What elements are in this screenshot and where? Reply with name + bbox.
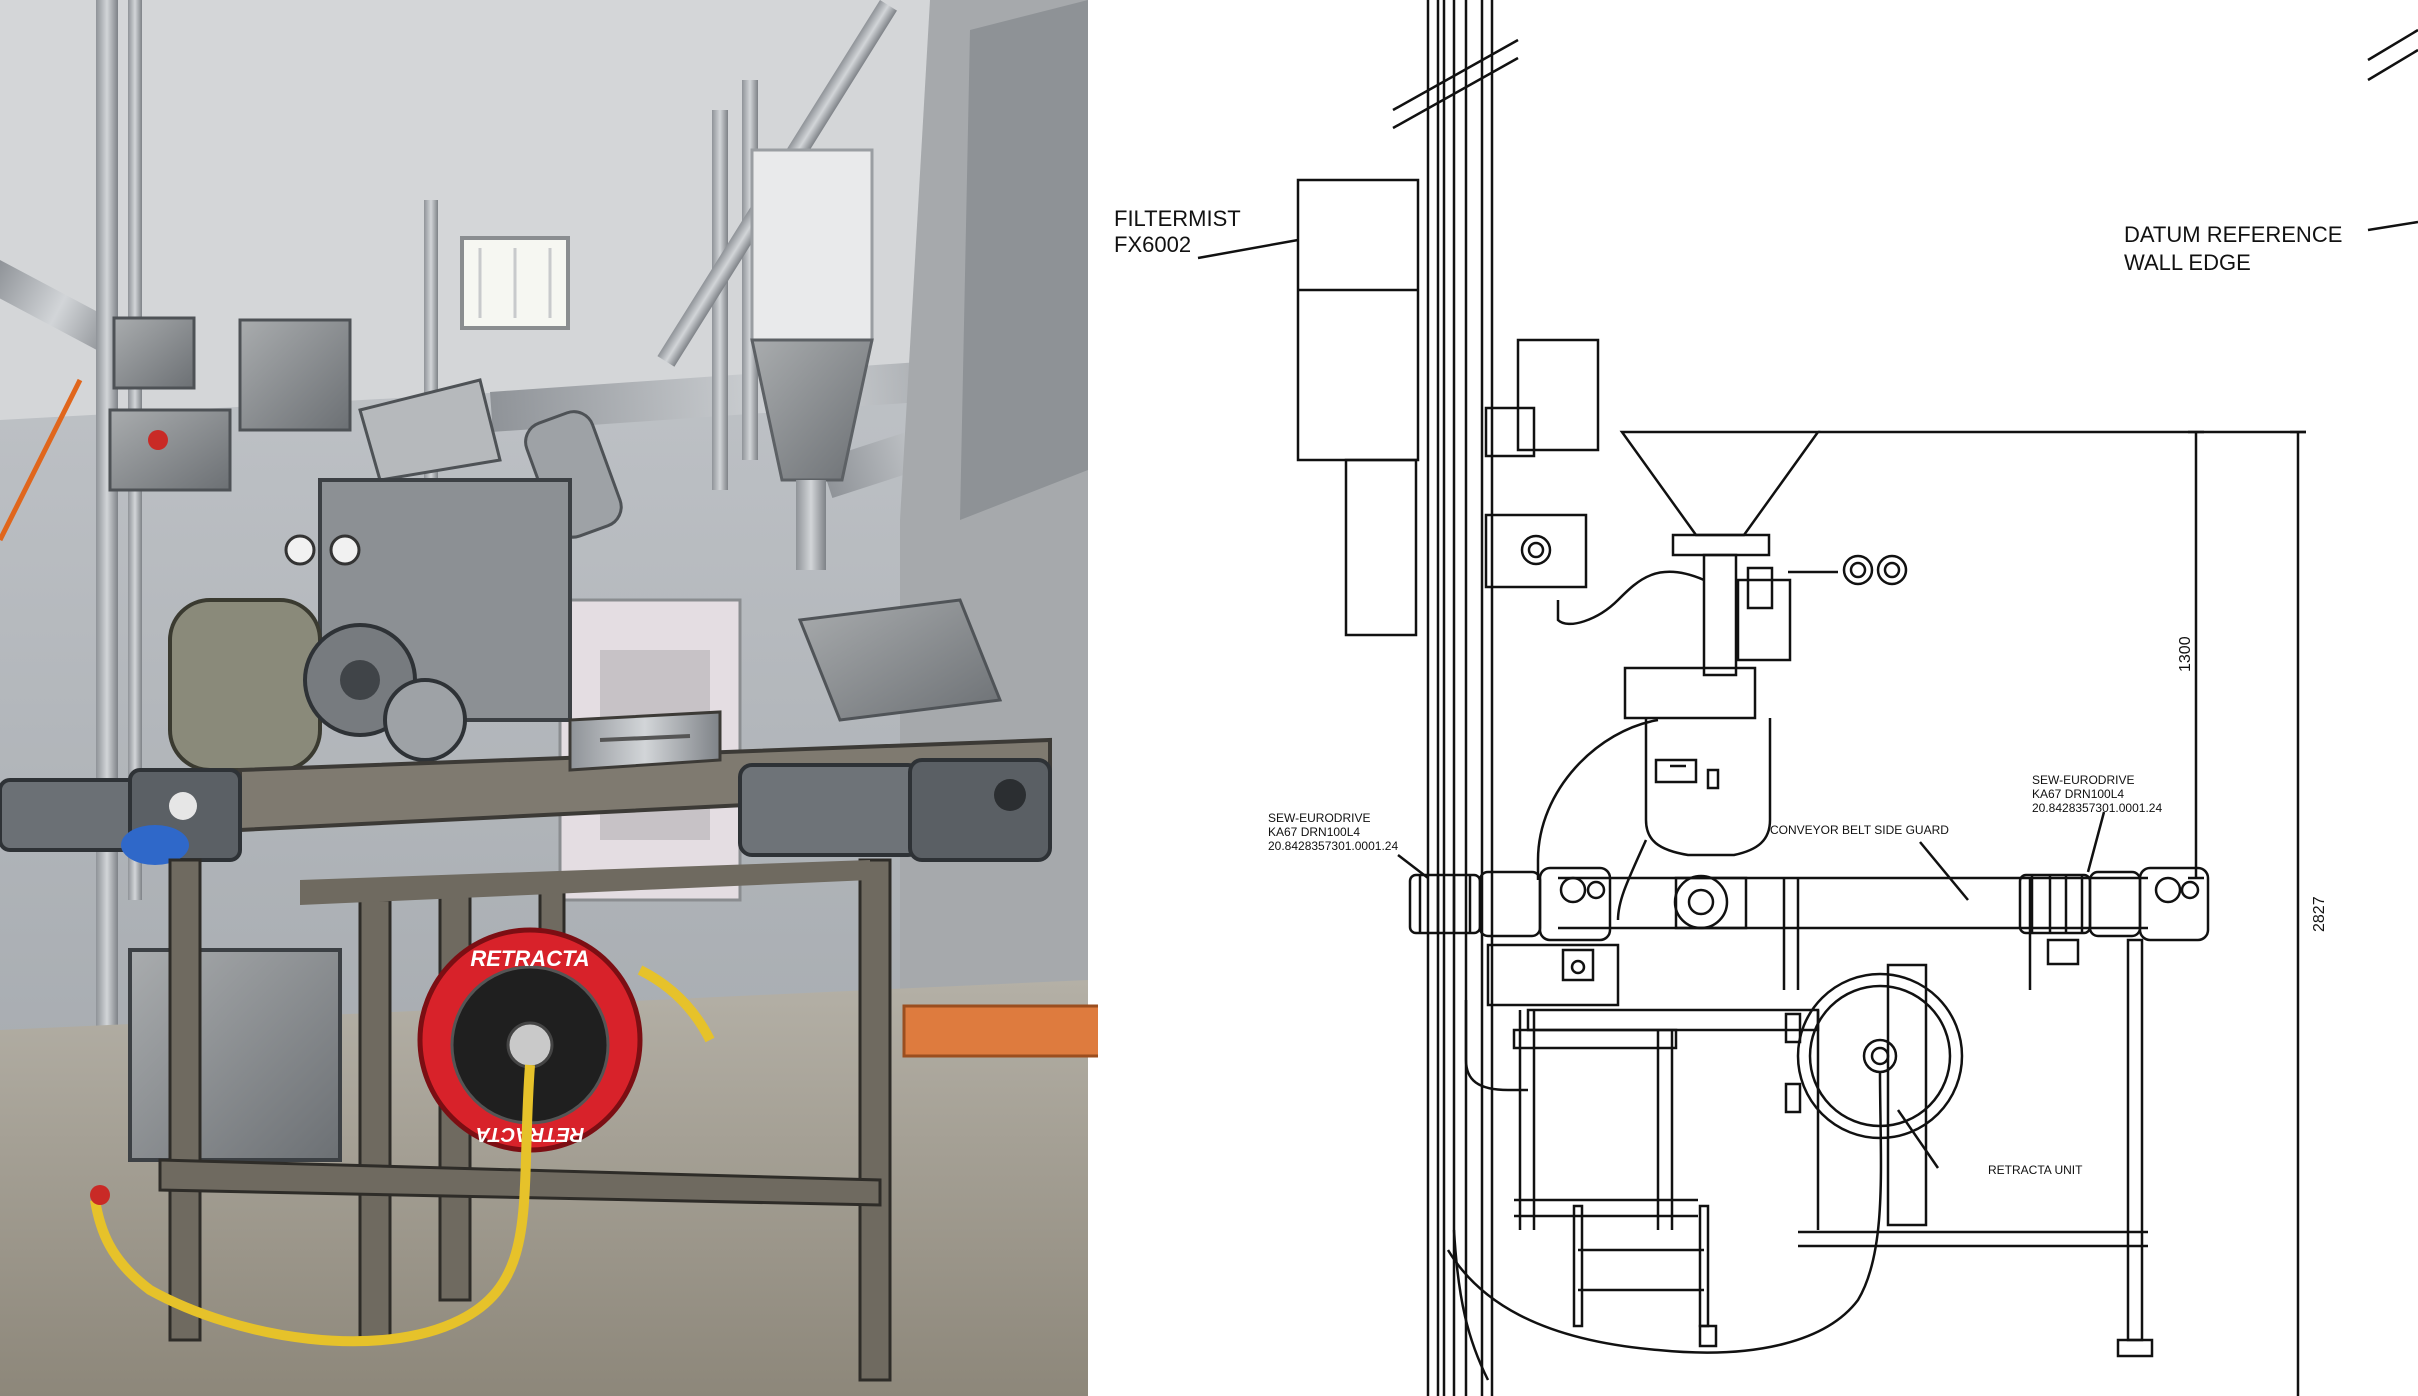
right-drive-label-1: SEW-EURODRIVE — [2032, 773, 2134, 787]
frame-crossbar — [158, 1158, 882, 1207]
reel-brand-top: RETRACTA — [470, 946, 589, 971]
blue-cover — [121, 825, 189, 865]
right-motor — [738, 763, 922, 857]
input-funnel — [358, 378, 502, 482]
filter-bag — [750, 148, 874, 342]
factory-photo: RETRACTA RETRACTA — [0, 0, 1088, 1396]
junction-box — [112, 316, 196, 390]
datum-label-2: WALL EDGE — [2124, 250, 2251, 275]
dimension-1300: 1300 — [2177, 636, 2194, 672]
hopper-outline — [1619, 430, 1821, 537]
drawing-linework — [1197, 0, 2418, 1396]
filtermist-unit — [1296, 178, 1420, 462]
frame-leg — [168, 858, 202, 1342]
filtermist-label-1: FILTERMIST — [1114, 206, 1241, 231]
right-drive-label-2: KA67 DRN100L4 — [2032, 787, 2124, 801]
feed-hopper — [797, 598, 1003, 722]
tool-box — [568, 710, 722, 772]
machine-cover — [168, 598, 322, 772]
filtermist-label-2: FX6002 — [1114, 232, 1191, 257]
left-motor — [0, 778, 142, 852]
electrical-cabinet — [128, 948, 342, 1162]
left-drive-label-2: KA67 DRN100L4 — [1268, 825, 1360, 839]
cyclone-hopper — [750, 338, 874, 482]
yellow-hose — [90, 1064, 535, 1347]
retracta-unit-label: RETRACTA UNIT — [1988, 1163, 2083, 1177]
technical-drawing: FILTERMIST FX6002 DATUM REFERENCE WALL E… — [1098, 0, 2418, 1396]
right-drive-label-3: 20.8428357301.0001.24 — [2032, 801, 2162, 815]
datum-label-1: DATUM REFERENCE — [2124, 222, 2342, 247]
conveyor-guard-label: CONVEYOR BELT SIDE GUARD — [1770, 823, 1949, 837]
left-drive-label-1: SEW-EURODRIVE — [1268, 811, 1370, 825]
vertical-pipe — [96, 0, 118, 1180]
dimension-2827: 2827 — [2311, 896, 2328, 932]
pressure-gauge — [284, 534, 316, 566]
left-drive-label-3: 20.8428357301.0001.24 — [1268, 839, 1398, 853]
emergency-stop-button — [148, 430, 168, 450]
red-valve — [90, 1185, 110, 1205]
control-box — [108, 408, 232, 492]
